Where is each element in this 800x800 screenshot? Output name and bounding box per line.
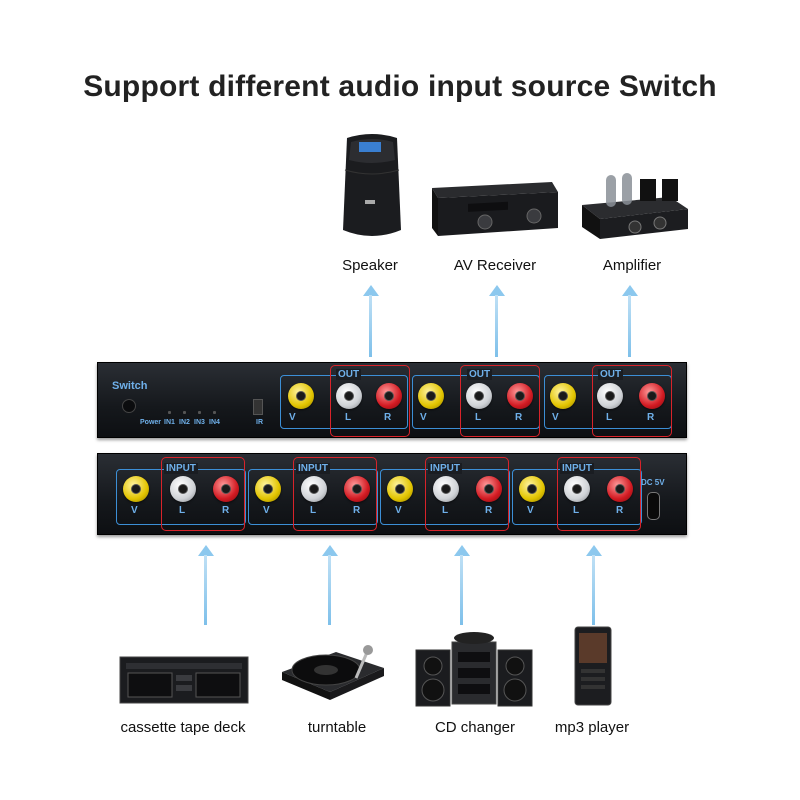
out3-right-jack[interactable] xyxy=(639,383,665,409)
dc-port[interactable] xyxy=(647,492,660,520)
av-receiver-image xyxy=(428,178,560,240)
switch-rear-panel: INPUT INPUT INPUT INPUT V L R V L R V L … xyxy=(97,453,687,535)
out1-r-label: R xyxy=(384,412,392,423)
input-highlight-3 xyxy=(425,457,509,531)
in4-r-label: R xyxy=(616,505,624,516)
in2-l-label: L xyxy=(310,505,317,516)
out2-right-jack[interactable] xyxy=(507,383,533,409)
out1-video-jack[interactable] xyxy=(288,383,314,409)
in2-v-label: V xyxy=(263,505,270,516)
out-label-3: OUT xyxy=(598,369,624,380)
input-label-mp3-player: mp3 player xyxy=(554,719,630,736)
in2-right-jack[interactable] xyxy=(344,476,370,502)
power-button[interactable] xyxy=(122,399,136,413)
in1-right-jack[interactable] xyxy=(213,476,239,502)
in4-right-jack[interactable] xyxy=(607,476,633,502)
input-label-2: INPUT xyxy=(296,463,330,474)
mp3-player-image xyxy=(573,625,613,707)
cassette-deck-image xyxy=(118,655,250,705)
in1-r-label: R xyxy=(222,505,230,516)
input-highlight-2 xyxy=(293,457,377,531)
led-in4 xyxy=(213,411,216,414)
out1-right-jack[interactable] xyxy=(376,383,402,409)
input-label-cassette-tape-deck: cassette tape deck xyxy=(120,719,246,736)
led-in2 xyxy=(183,411,186,414)
in1-v-label: V xyxy=(131,505,138,516)
output-highlight-3 xyxy=(592,365,672,437)
turntable-image xyxy=(276,628,388,708)
in2-r-label: R xyxy=(353,505,361,516)
input-highlight-4 xyxy=(557,457,641,531)
input-label-4: INPUT xyxy=(560,463,594,474)
out3-left-jack[interactable] xyxy=(597,383,623,409)
output-label-speaker: Speaker xyxy=(342,257,398,274)
in4-left-jack[interactable] xyxy=(564,476,590,502)
out1-v-label: V xyxy=(289,412,296,423)
in4-v-label: V xyxy=(527,505,534,516)
in1-video-jack[interactable] xyxy=(123,476,149,502)
led-in3 xyxy=(198,411,201,414)
input-label-turntable: turntable xyxy=(307,719,367,736)
brand-label: Switch xyxy=(112,380,148,392)
in4-l-label: L xyxy=(573,505,580,516)
amplifier-image xyxy=(580,165,690,240)
out2-left-jack[interactable] xyxy=(466,383,492,409)
led-in1 xyxy=(168,411,171,414)
input-label-1: INPUT xyxy=(164,463,198,474)
in3-left-jack[interactable] xyxy=(433,476,459,502)
output-label-amplifier: Amplifier xyxy=(602,257,662,274)
in2-video-jack[interactable] xyxy=(255,476,281,502)
speaker-image xyxy=(337,130,407,245)
input-label-3: INPUT xyxy=(428,463,462,474)
power-label: Power xyxy=(140,419,162,426)
in3-r-label: R xyxy=(485,505,493,516)
in2-label: IN2 xyxy=(179,419,190,426)
out1-l-label: L xyxy=(345,412,352,423)
in3-v-label: V xyxy=(395,505,402,516)
switch-front-panel: Switch Power IN1 IN2 IN3 IN4 IR OUT OUT … xyxy=(97,362,687,438)
in3-label: IN3 xyxy=(194,419,205,426)
input-label-cd-changer: CD changer xyxy=(434,719,516,736)
out-label-2: OUT xyxy=(467,369,493,380)
in2-left-jack[interactable] xyxy=(301,476,327,502)
out3-v-label: V xyxy=(552,412,559,423)
in1-label: IN1 xyxy=(164,419,175,426)
in3-video-jack[interactable] xyxy=(387,476,413,502)
in4-label: IN4 xyxy=(209,419,220,426)
dc-label: DC 5V xyxy=(641,478,665,487)
in3-right-jack[interactable] xyxy=(476,476,502,502)
out3-video-jack[interactable] xyxy=(550,383,576,409)
out2-v-label: V xyxy=(420,412,427,423)
out1-left-jack[interactable] xyxy=(336,383,362,409)
page-title: Support different audio input source Swi… xyxy=(83,70,717,103)
output-highlight-1 xyxy=(330,365,410,437)
out3-l-label: L xyxy=(606,412,613,423)
in1-left-jack[interactable] xyxy=(170,476,196,502)
output-label-av-receiver: AV Receiver xyxy=(453,257,537,274)
ir-label: IR xyxy=(256,419,263,426)
out3-r-label: R xyxy=(647,412,655,423)
ir-window xyxy=(253,399,263,415)
in3-l-label: L xyxy=(442,505,449,516)
out2-l-label: L xyxy=(475,412,482,423)
out2-r-label: R xyxy=(515,412,523,423)
out2-video-jack[interactable] xyxy=(418,383,444,409)
in4-video-jack[interactable] xyxy=(519,476,545,502)
input-highlight-1 xyxy=(161,457,245,531)
output-highlight-2 xyxy=(460,365,540,437)
cd-changer-image xyxy=(410,628,536,708)
in1-l-label: L xyxy=(179,505,186,516)
out-label-1: OUT xyxy=(336,369,362,380)
